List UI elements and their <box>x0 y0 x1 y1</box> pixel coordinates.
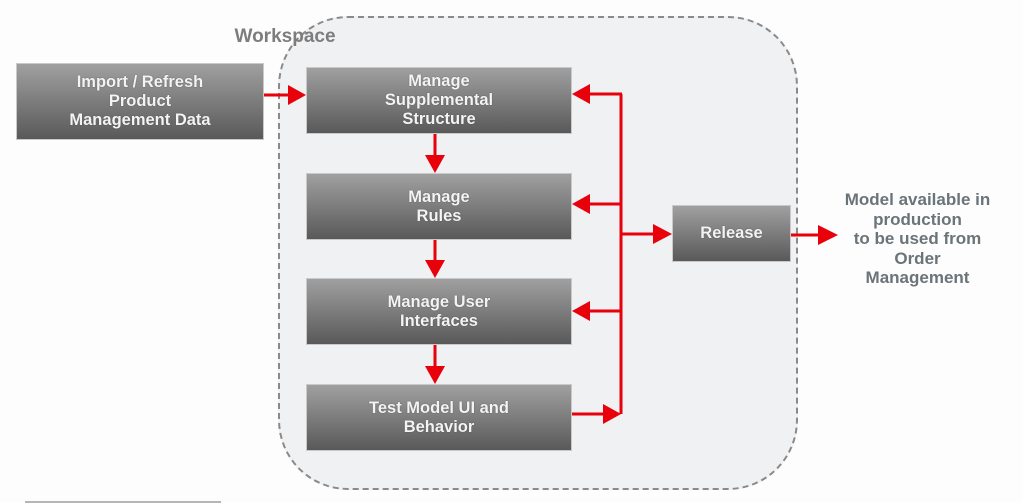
arrowhead <box>288 85 306 105</box>
arrowhead <box>653 224 672 244</box>
workspace-title: Workspace <box>234 26 336 47</box>
manage-supplemental-structure-box: Manage Supplemental Structure <box>306 67 572 134</box>
arrowhead <box>572 194 590 214</box>
release-box: Release <box>672 205 791 262</box>
footer-divider <box>25 501 221 503</box>
arrowhead <box>603 404 621 424</box>
import-refresh-box: Import / Refresh Product Management Data <box>16 63 264 140</box>
arrowhead <box>572 84 590 104</box>
test-model-box: Test Model UI and Behavior <box>306 384 572 451</box>
output-description: Model available in production to be used… <box>844 190 991 287</box>
arrowhead <box>425 260 445 278</box>
manage-rules-box: Manage Rules <box>306 173 572 240</box>
manage-user-interfaces-box: Manage User Interfaces <box>306 278 572 345</box>
arrowhead <box>818 225 838 245</box>
arrowhead <box>572 301 590 321</box>
arrowhead <box>425 366 445 384</box>
arrowhead <box>425 155 445 173</box>
